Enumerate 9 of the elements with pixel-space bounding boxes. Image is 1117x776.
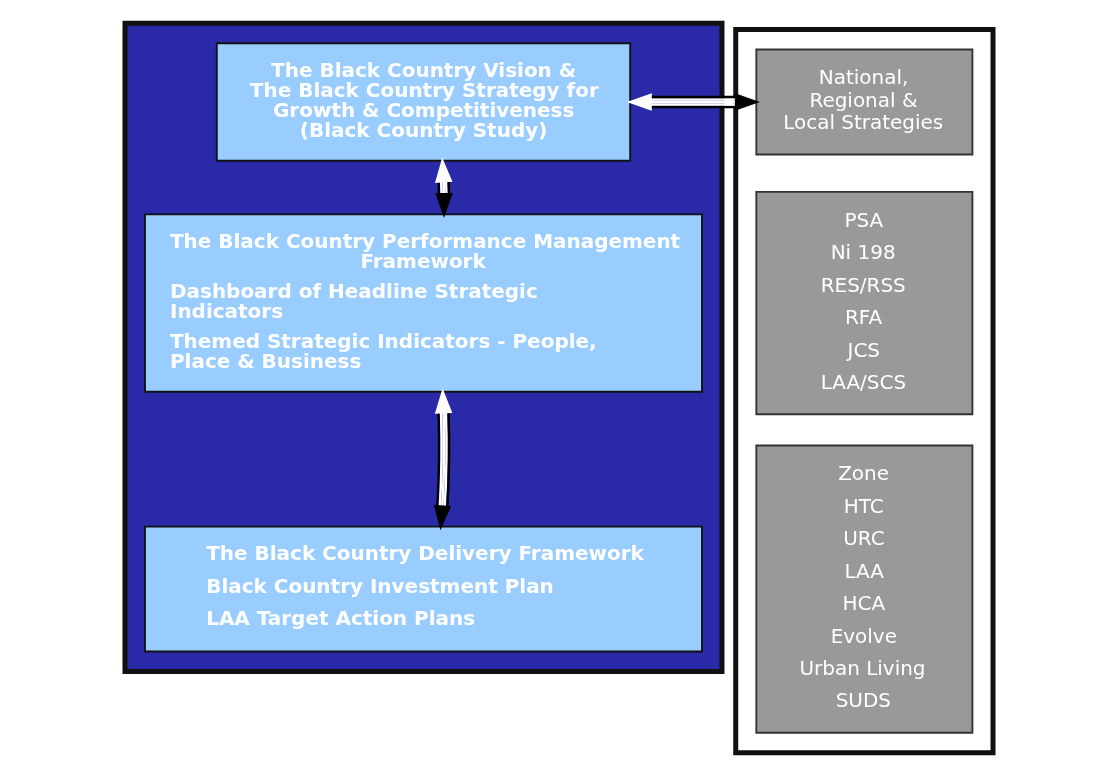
node-box: Zone HTC URC LAA HCA Evolve Urban Living SUDS [754,444,973,734]
node-box: The Black Country Vision & The Black Country Strategy for Growth & Competitiveness (Black Country Study) [215,42,631,162]
arrow [433,388,452,531]
node-box: The Black Country Delivery Framework Black Country Investment Plan LAA Target Action Plans [143,525,703,653]
node-box: The Black Country Performance Management Framework Dashboard of Headline Strategic Indicators Themed Strategic Indicators - People, Place & Business [143,213,703,393]
node-box: National, Regional & Local Strategies [754,48,973,156]
cluster [122,20,724,674]
node-box: PSA Ni 198 RES/RSS RFA JCS LAA/SCS [754,190,973,416]
arrow [626,93,760,111]
